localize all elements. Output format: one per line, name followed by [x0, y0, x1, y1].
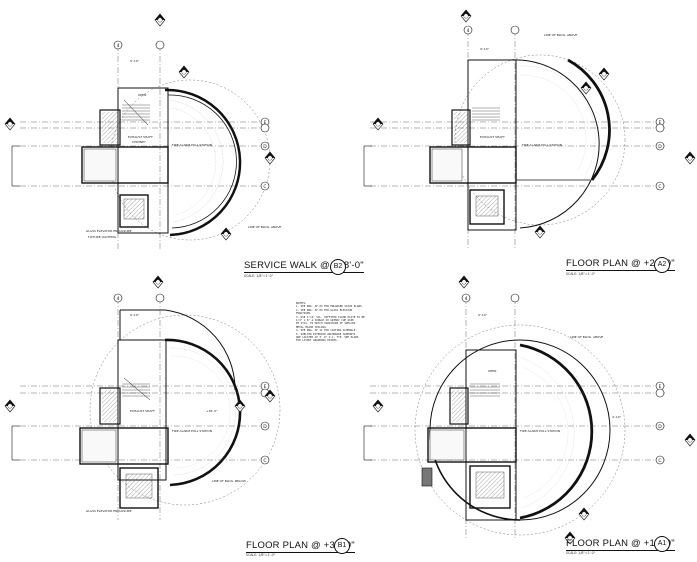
label-firealarm-b1: FIRE ALARM PULL STATION	[172, 429, 212, 433]
label-firealarm-a1: FIRE ALARM PULL STATION	[520, 429, 560, 433]
label-dim-a2: 9'-10"	[480, 47, 490, 51]
plan-scale-b2: SCALE: 1/8"=1'-0"	[244, 274, 274, 278]
label-exhaust-b2: EXHAUST SHAFT	[128, 135, 153, 139]
label-exhaust-a2: EXHAUST SHAFT	[480, 135, 505, 139]
grid-col-label-b1: 4	[117, 296, 120, 302]
plan-title-b1: FLOOR PLAN @ +36'-0"	[246, 540, 355, 553]
grid-row-label-a2-4: C	[658, 184, 661, 190]
plan-tag-a2: A2	[654, 257, 670, 273]
note-line: 2. SEE DWG. AF.04 FOR GLASS ELEVATOR FUN…	[296, 308, 353, 316]
label-firealarm-a2: FIRE ALARM PULL STATION	[522, 143, 562, 147]
plan-title-a2: FLOOR PLAN @ +24'-0"	[566, 258, 675, 271]
grid-row-label-b2-3: D	[263, 144, 267, 150]
note-line: 5. SHELTER EXTERIOR ANCHORAGE SUPPORTS	[296, 332, 356, 336]
plan-b2-drawing	[4, 13, 276, 250]
label-dim-b1: 9'-10"	[130, 313, 140, 317]
grid-row-label-b2-4: C	[263, 184, 266, 190]
plan-b1-drawing	[4, 275, 281, 520]
label-dim-a1-top: 9'-10"	[478, 313, 488, 317]
label-line-bldg-b1: LINE OF BLDG. BELOW	[212, 479, 246, 483]
note-line: FOR LAYOUT GRAPHING POINTS.	[296, 339, 339, 343]
label-exhaust-b1: EXHAUST SHAFT	[130, 409, 155, 413]
label-elev-b1: +36'-0"	[206, 409, 218, 413]
grid-row-label-a1-1: E	[659, 384, 662, 390]
note-line: 1/4" x 6" & SINGLE 26 GRIMAC CUP SIZE	[296, 319, 354, 323]
plan-tag-b2: B2	[330, 259, 346, 275]
note-line: 1. SEE DWG. AF.03 FOR ENLARGED STAIR PLA…	[296, 305, 364, 309]
plan-scale-a2: SCALE: 1/8"=1'-0"	[566, 272, 596, 276]
grid-col-label-a1: 4	[465, 296, 468, 302]
note-line: ARE LOCATED AT 3'-0" O.C. TYP. SEE PLANS	[296, 336, 359, 340]
general-notes: NOTES: 1. SEE DWG. AF.03 FOR ENLARGED ST…	[296, 301, 366, 343]
note-line: METAL MAJOR CEILING.	[296, 325, 328, 329]
grid-col-label-a2: 4	[467, 28, 470, 34]
grid-row-label-a1-4: C	[658, 458, 661, 464]
grid-row-label-a2-1: E	[659, 120, 662, 126]
note-line: 4. SEE DWG. AF.11 FOR COATING SCHEDULE.	[296, 329, 357, 333]
grid-row-label-a2-3: D	[658, 144, 662, 150]
plan-title-a1: FLOOR PLAN @ +12'-0"	[566, 538, 675, 551]
plan-tag-a1: A1	[654, 536, 670, 552]
label-open-a1: OPEN	[488, 369, 496, 373]
label-glass-elevator-b2: GLASS ELEVATOR ENCLOSURE	[86, 229, 132, 233]
label-open-b2: OPEN	[138, 93, 146, 97]
plan-scale-b1: SCALE: 1/8"=1'-0"	[246, 553, 276, 557]
grid-row-label-b1-1: E	[264, 384, 267, 390]
label-chimney-b2: CHIMNEY	[132, 140, 146, 144]
grid-row-label-b1-3: D	[263, 424, 267, 430]
grid-col-label-b2: 4	[117, 43, 120, 49]
label-glass-elevator-b1: GLASS ELEVATOR ENCLOSURE	[86, 509, 132, 513]
grid-row-label-b2-1: E	[264, 120, 267, 126]
label-dim-b2: 9'-10"	[130, 59, 140, 63]
label-line-bldg-a1: LINE OF BLDG. ABOVE	[570, 335, 603, 339]
note-line: NT STLS. TO MATCH CURVATURE OF SPELLED	[296, 322, 356, 326]
notes-heading: NOTES:	[296, 301, 307, 305]
plan-tag-b1: B1	[334, 538, 350, 554]
label-fixture-b2: FIXTURE LIGHTING	[88, 235, 117, 239]
label-firealarm-b2: FIRE ALARM PULL STATION	[172, 143, 212, 147]
label-dim-a1: 4'-10"	[612, 415, 622, 419]
plan-a2-drawing	[363, 9, 696, 250]
label-line-bldg-b2: LINE OF BLDG. ABOVE	[248, 225, 281, 229]
plan-title-b2: SERVICE WALK @ +48'-0"	[244, 260, 364, 273]
plan-scale-a1: SCALE: 1/8"=1'-0"	[566, 551, 596, 555]
note-line: 3. USE 1"x4" STL. SOFFITED FLOOR PLATE T…	[296, 315, 365, 319]
grid-row-label-b1-4: C	[263, 458, 266, 464]
plan-a1-drawing	[363, 275, 696, 545]
label-line-bldg-a2: LINE OF BLDG. ABOVE	[544, 33, 577, 37]
grid-row-label-a1-3: D	[658, 424, 662, 430]
